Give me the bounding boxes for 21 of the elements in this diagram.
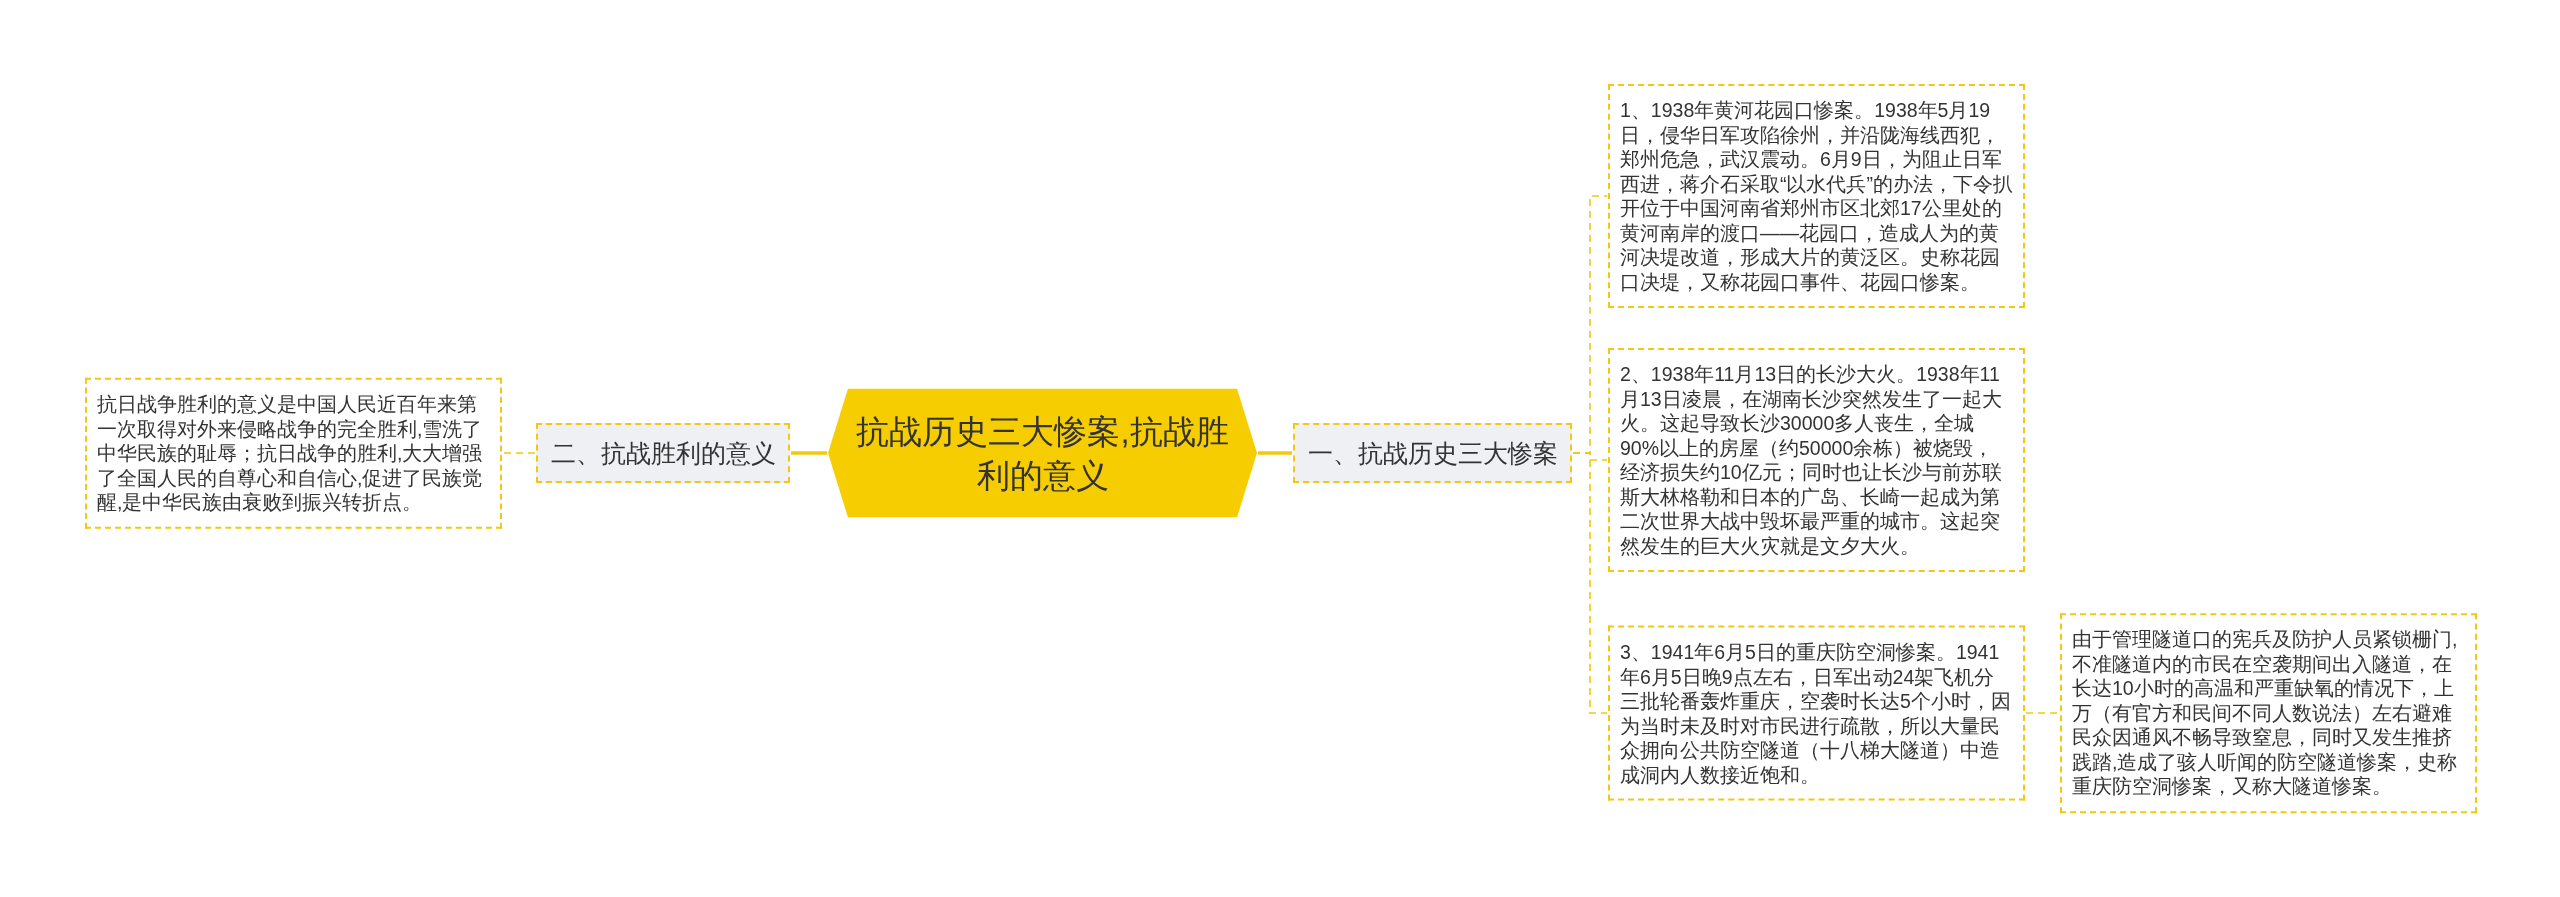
detail-card [1608, 84, 2025, 308]
detail-card [1608, 348, 2025, 572]
connector-line [502, 452, 536, 454]
detail-card [2060, 613, 2477, 813]
connector-line [1258, 451, 1292, 455]
connector-line [1572, 452, 1608, 714]
branch-topic [1293, 423, 1572, 483]
branch-topic [536, 423, 790, 483]
connector-line [2025, 712, 2060, 714]
branch-label: 一、抗战历史三大惨案 [1307, 438, 1558, 468]
detail-text: 抗日战争胜利的意义是中国人民近百年来第一次取得对外来侵略战争的完全胜利,雪洗了中华民族的耻辱；抗日战争的胜利,大大增强了全国人民的自尊心和自信心,促进了民族觉醒,是中华民族由衰败到振兴转折点。 [97, 391, 484, 515]
detail-text: 2、1938年11月13日的长沙大火。1938年11月13日凌晨，在湖南长沙突然发生了一起大火。这起导致长沙30000多人丧生，全城90%以上的房屋（约50000余栋）被烧毁，经济损失约10亿元；同时也让长沙与前苏联斯大林格勒和日本的广岛、长崎一起成为第二次世界大战中毁坏最严重的城市。这起突然发生的巨大火灾就是文夕大火。 [1620, 362, 2003, 558]
detail-card [1608, 625, 2025, 801]
central-topic [828, 388, 1257, 518]
topic-title: 抗战历史三大惨案,抗战胜利的意义 [855, 411, 1230, 495]
detail-card [85, 377, 502, 529]
branch-label: 二、抗战胜利的意义 [550, 438, 776, 468]
detail-text: 3、1941年6月5日的重庆防空洞惨案。1941年6月5日晚9点左右，日军出动24架飞机分三批轮番轰炸重庆，空袭时长达5个小时，因为当时未及时对市民进行疏散，所以大量民众拥向公共防空隧道（十八梯大隧道）中造成洞内人数接近饱和。 [1620, 639, 2012, 787]
detail-text: 1、1938年黄河花园口惨案。1938年5月19日，侵华日军攻陷徐州，并沿陇海线西犯，郑州危急，武汉震动。6月9日，为阻止日军西进，蒋介石采取“以水代兵”的办法，下令扒开位于中国河南省郑州市区北郊17公里处的黄河南岸的渡口——花园口，造成人为的黄河决堤改道，形成大片的黄泛区。史称花园口决堤，又称花园口事件、花园口惨案。 [1620, 98, 2013, 294]
detail-text: 由于管理隧道口的宪兵及防护人员紧锁栅门,不准隧道内的市民在空袭期间出入隧道，在长达10小时的高温和严重缺氧的情况下，上万（有官方和民间不同人数说法）左右避难民众因通风不畅导致窒息，同时又发生推挤践踏,造成了骇人听闻的防空隧道惨案，史称重庆防空洞惨案，又称大隧道惨案。 [2072, 627, 2459, 799]
connector-line [791, 451, 827, 455]
